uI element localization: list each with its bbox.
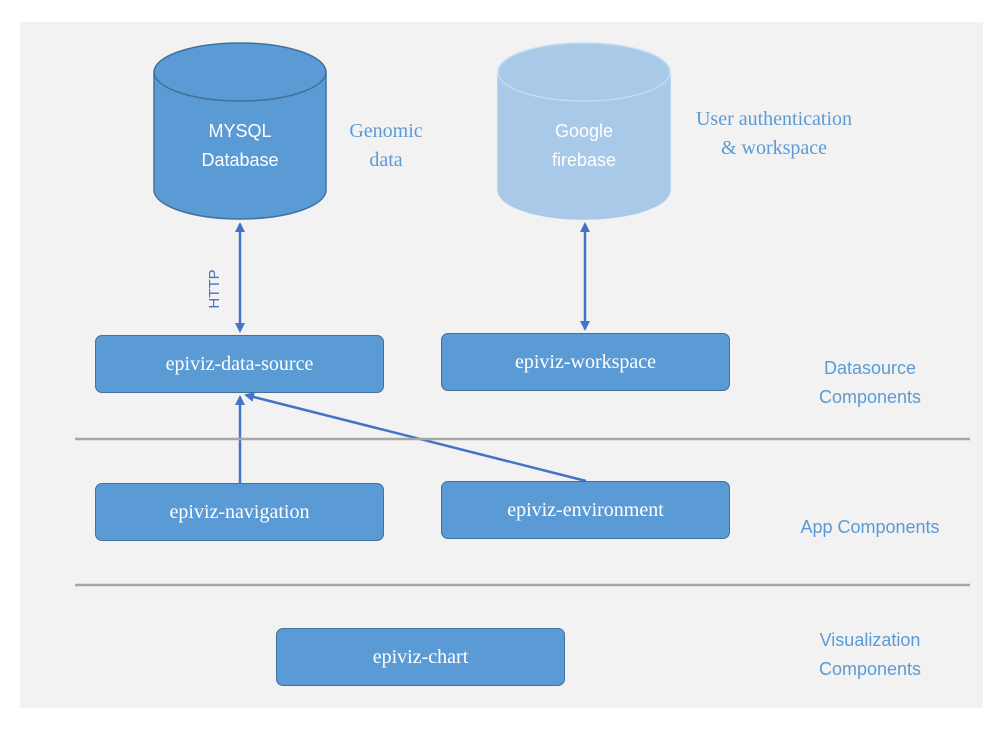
epiviz-workspace-box: epiviz-workspace [441,333,730,391]
firebase-database-label: Google firebase [524,117,644,175]
genomic-data-note-line2: data [369,149,403,171]
firebase-database-cylinder [497,42,671,220]
app-layer-label: App Components [780,513,960,542]
visualization-layer-label-line2: Components [818,659,922,679]
visualization-layer-label: Visualization Components [790,626,950,684]
user-auth-note-line2: & workspace [720,137,828,159]
epiviz-chart-box: epiviz-chart [276,628,565,686]
epiviz-environment-box: epiviz-environment [441,481,730,539]
firebase-database-label-line1: Google [554,121,614,141]
datasource-layer-label: Datasource Components [790,354,950,412]
datasource-layer-label-line2: Components [818,387,922,407]
mysql-database-label-line2: Database [201,150,279,170]
http-label: HTTP [206,269,223,309]
genomic-data-note: Genomic data [336,117,436,175]
firebase-database-label-line2: firebase [551,150,617,170]
mysql-database-label: MYSQL Database [180,117,300,175]
epiviz-navigation-box: epiviz-navigation [95,483,384,541]
user-auth-note-line1: User authentication [695,108,853,130]
app-layer-label-line1: App Components [800,517,940,537]
mysql-database-cylinder [153,42,327,220]
visualization-layer-label-line1: Visualization [819,630,921,650]
genomic-data-note-line1: Genomic [349,120,423,142]
epiviz-data-source-box: epiviz-data-source [95,335,384,393]
user-auth-note: User authentication & workspace [676,105,872,163]
datasource-layer-label-line1: Datasource [823,358,917,378]
mysql-database-label-line1: MYSQL [208,121,272,141]
